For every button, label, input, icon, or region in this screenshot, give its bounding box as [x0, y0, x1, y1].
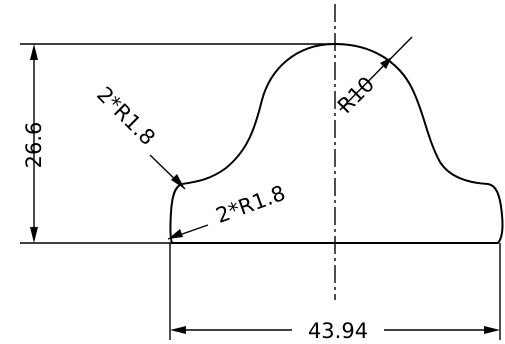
radius-top-arrow [380, 57, 392, 69]
radius-top-text: R10 [333, 72, 379, 118]
radius-upper-left-arrow [171, 174, 185, 189]
radius-top-leader [339, 36, 413, 111]
width-dimension-text: 43.94 [308, 319, 368, 343]
radius-upper-left-text: 2*R1.8 [92, 82, 160, 150]
width-arrow-right [484, 326, 500, 334]
height-arrow-top [30, 44, 38, 60]
height-arrow-bottom [30, 227, 38, 243]
height-dimension-text: 26.6 [22, 122, 46, 169]
width-arrow-left [170, 326, 186, 334]
radius-lower-left-text: 2*R1.8 [213, 181, 289, 228]
radius-lower-left-arrow [168, 229, 183, 239]
